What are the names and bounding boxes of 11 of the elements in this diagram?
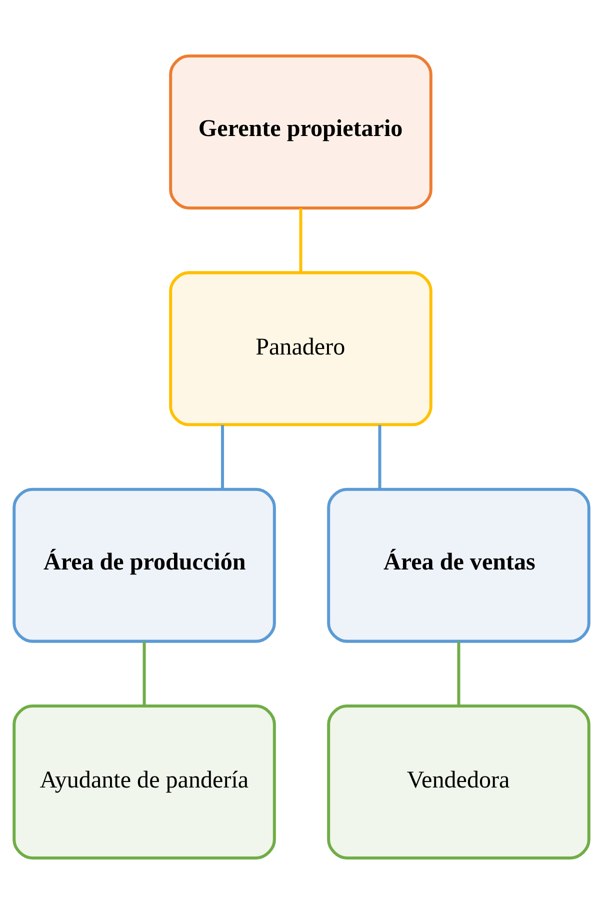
node-box: Vendedora xyxy=(327,704,590,860)
node-box: Panadero xyxy=(169,271,432,426)
connector xyxy=(142,642,146,706)
connector xyxy=(221,425,224,489)
node-box: Gerente propietario xyxy=(169,54,432,210)
connector xyxy=(378,425,382,489)
node-box: Área de ventas xyxy=(327,488,590,643)
node-box: Área de producción xyxy=(12,488,276,643)
connector xyxy=(299,208,302,272)
node-box: Ayudante de pandería xyxy=(12,704,276,860)
connector xyxy=(457,642,460,706)
